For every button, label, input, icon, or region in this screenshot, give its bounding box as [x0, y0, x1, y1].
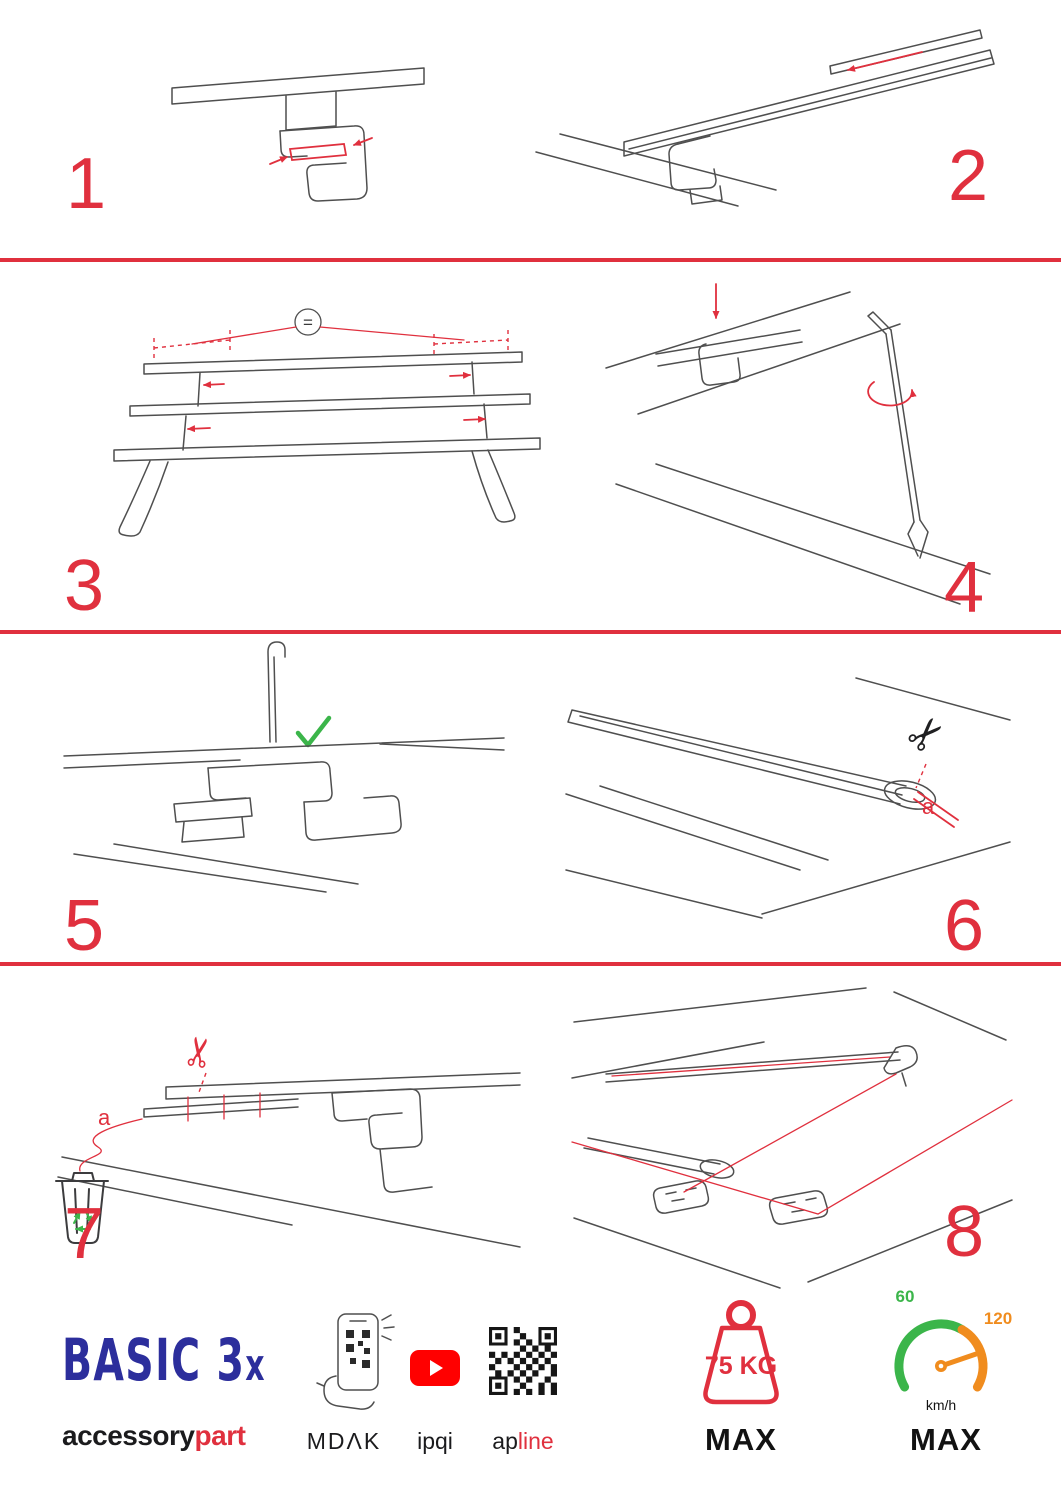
brand-suffix: x [245, 1340, 266, 1391]
adjust-arrow [449, 371, 471, 379]
brand-subtitle-accessory: accessory [62, 1420, 195, 1451]
step-2-illustration [535, 29, 995, 207]
rubber-strip [913, 791, 959, 828]
play-triangle [430, 1360, 443, 1376]
speed-unit: km/h [926, 1397, 956, 1413]
cut-line [197, 1072, 207, 1096]
weight-value: 75 KG [705, 1352, 777, 1380]
step-number-2: 2 [948, 136, 989, 216]
adjust-arrow [203, 381, 225, 389]
youtube-label: ipqi [417, 1428, 453, 1454]
insert-arrow [353, 137, 373, 146]
brand-logo: BASIC 3x [62, 1326, 266, 1394]
qr-code-icon [489, 1327, 557, 1395]
step-3-illustration: = [113, 308, 541, 537]
step-number-7: 7 [64, 1194, 105, 1274]
youtube-icon [410, 1350, 460, 1386]
step-number-1: 1 [66, 144, 107, 224]
qr-label-line: line [517, 1428, 554, 1454]
recycle-icon [73, 1211, 93, 1233]
speed-tick-60: 60 [896, 1287, 915, 1306]
step-number-6: 6 [944, 886, 985, 966]
rotate-arrow [867, 381, 917, 407]
step-1-illustration [171, 67, 425, 202]
step-7-illustration: ✂ a [55, 1032, 521, 1248]
section-divider-1 [0, 258, 1061, 262]
leader-line [683, 1073, 897, 1193]
section-divider-3 [0, 962, 1061, 966]
qr-label-ap: ap [492, 1428, 518, 1454]
step-number-8: 8 [944, 1192, 985, 1272]
equal-spacing-label: = [303, 313, 313, 332]
phone-qr-icon [316, 1313, 395, 1410]
dimension-bracket [433, 330, 509, 354]
step-8-illustration [571, 987, 1013, 1289]
adjust-arrow [187, 425, 211, 433]
adjust-arrow [463, 415, 486, 423]
slide-arrow [847, 51, 923, 72]
weight-max-label: MAX [705, 1422, 777, 1457]
discard-line [79, 1118, 143, 1172]
insert-arrow [269, 156, 288, 165]
strip-label-a: a [922, 794, 935, 819]
gauge-needle [938, 1350, 982, 1369]
adapter-piece [652, 1180, 710, 1214]
cut-marks [187, 1092, 261, 1122]
check-icon [295, 715, 332, 748]
leader-line [571, 1099, 1013, 1215]
step-number-3: 3 [64, 546, 105, 626]
strip-label-a: a [98, 1105, 111, 1130]
scissors-icon: ✂ [896, 704, 958, 766]
adapter-piece [768, 1190, 829, 1225]
equal-spacing-circle [294, 308, 322, 336]
step-6-illustration: ✂ a [565, 677, 1011, 919]
step-number-5: 5 [64, 886, 105, 966]
weight-limit-icon: 75 KG [703, 1300, 779, 1405]
dimension-bracket [153, 330, 231, 358]
brand-name: BASIC 3 [62, 1326, 246, 1394]
allen-key-icon [867, 311, 929, 559]
scissors-icon: ✂ [175, 1032, 226, 1073]
brand-subtitle: accessorypart [62, 1420, 246, 1452]
qr-label: apline [478, 1428, 568, 1455]
step-number-4: 4 [944, 548, 985, 628]
section-divider-2 [0, 630, 1061, 634]
step-5-illustration [63, 641, 505, 893]
step-4-illustration [605, 283, 991, 605]
trash-icon [55, 1172, 109, 1244]
speedometer-icon: 60 120 km/h [894, 1287, 1012, 1413]
cut-strip [143, 1098, 299, 1118]
speed-tick-120: 120 [984, 1309, 1012, 1328]
phone-qr-label: MDΛK [306, 1428, 382, 1454]
speed-max-label: MAX [910, 1422, 982, 1457]
insert-plate [288, 143, 348, 161]
brand-subtitle-part: part [194, 1420, 246, 1451]
